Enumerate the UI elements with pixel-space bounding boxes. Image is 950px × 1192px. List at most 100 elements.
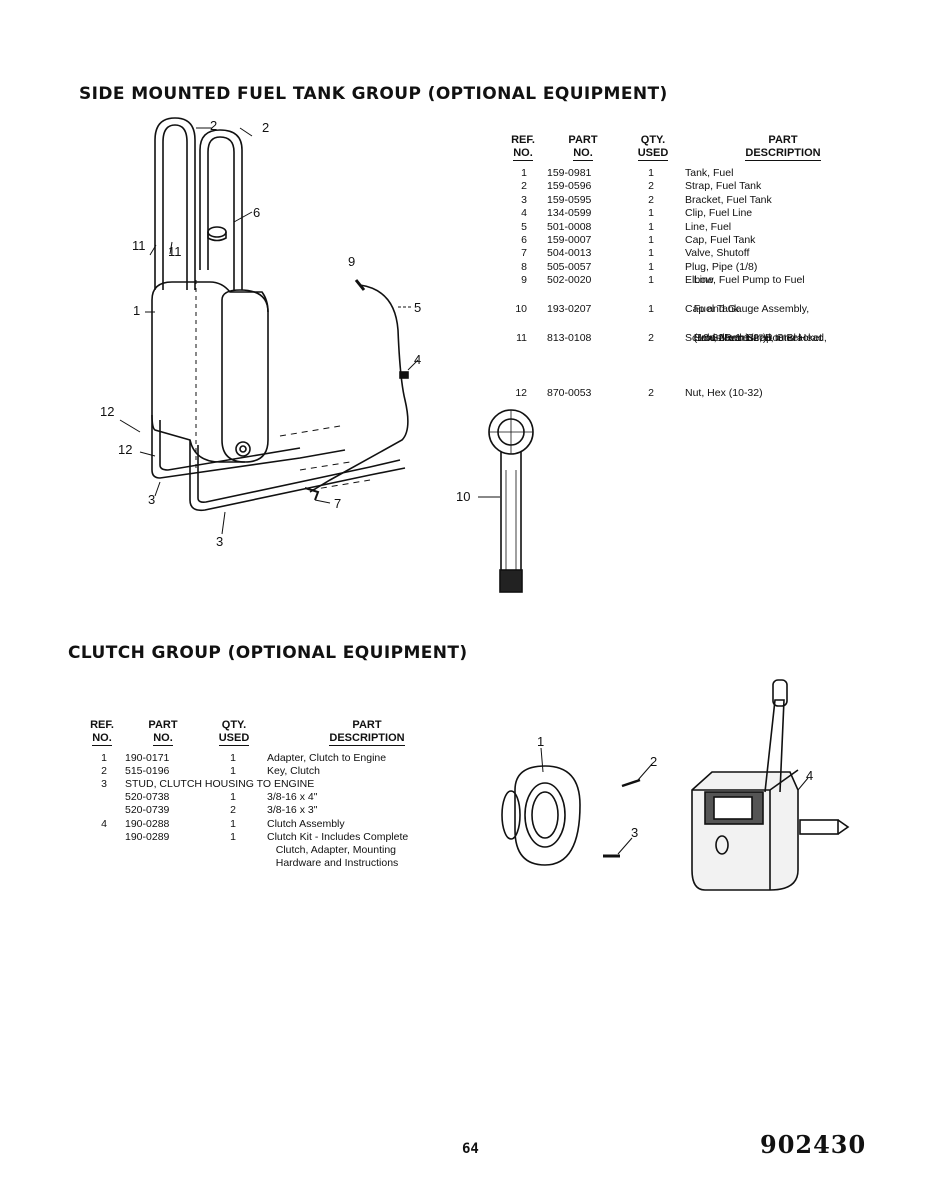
part-no: 520-0738 <box>125 791 170 804</box>
callout-number: 4 <box>414 352 422 367</box>
part-description-line: Fuel Tank <box>685 303 740 315</box>
qty-used: 1 <box>230 830 236 843</box>
callout-number: 4 <box>806 768 814 783</box>
part-no: 190-0288 <box>125 817 170 830</box>
part-description-line: (10-32 x 1-1/2") - <box>685 331 773 344</box>
row-full-text: STUD, CLUTCH HOUSING TO ENGINE <box>125 778 315 791</box>
ref-no: 10 <box>515 303 527 315</box>
part-no: 502-0020 <box>547 274 592 287</box>
part-description-line: Plug, Pipe (1/8) <box>685 260 758 273</box>
qty-used: 1 <box>230 765 236 778</box>
ref-no: 8 <box>521 260 527 273</box>
ref-no: 4 <box>521 207 527 220</box>
part-no: 515-0196 <box>125 765 170 778</box>
part-description-line: Line <box>685 274 714 287</box>
part-description-line: Cross Recessed, Steel <box>685 331 801 344</box>
qty-used: 1 <box>230 791 236 804</box>
part-no: 190-0289 <box>125 830 170 843</box>
part-description: Clutch Assembly <box>267 817 345 830</box>
part-description-line: Valve, Shutoff <box>685 247 750 260</box>
fuel-header-qty: QTY.USED <box>637 134 669 161</box>
part-description-line: Screw, Machine, Round Head, <box>685 331 827 344</box>
part-description-line: Cap, Fuel Tank <box>685 234 756 246</box>
ref-no: 3 <box>521 193 527 206</box>
callout-number: 9 <box>348 254 356 269</box>
part-description: Clutch, Adapter, Mounting <box>267 843 396 856</box>
ref-no: 2 <box>101 765 107 778</box>
part-no: 190-0171 <box>125 752 170 764</box>
part-description: Adapter, Clutch to Engine <box>267 752 387 764</box>
ref-no: 3 <box>101 778 107 791</box>
part-no: 159-0007 <box>547 234 592 246</box>
fuel-header-ref: REF.NO. <box>511 134 535 161</box>
qty-used: 1 <box>230 752 236 764</box>
document-number: 902430 <box>760 1130 867 1159</box>
qty-used: 1 <box>230 817 236 830</box>
qty-used: 1 <box>648 167 654 179</box>
part-no: 159-0981 <box>547 167 592 179</box>
part-description-line: Tank, Fuel <box>685 167 734 179</box>
qty-used: 1 <box>648 247 654 260</box>
part-description: Hardware and Instructions <box>267 856 399 869</box>
page-number: 64 <box>462 1141 479 1157</box>
qty-used: 1 <box>648 234 654 246</box>
ref-no: 9 <box>521 274 527 287</box>
part-description: 3/8-16 x 3" <box>267 804 318 817</box>
part-description-line: Elbow, Fuel Pump to Fuel <box>685 274 805 287</box>
part-description: Clutch Kit - Includes Complete <box>267 830 409 843</box>
callout-number: 7 <box>334 496 342 511</box>
qty-used: 1 <box>648 207 654 220</box>
qty-used: 1 <box>648 274 654 287</box>
callout-number: 2 <box>210 118 218 133</box>
part-no: 193-0207 <box>547 303 592 315</box>
part-no: 505-0057 <box>547 260 592 273</box>
qty-used: 1 <box>648 260 654 273</box>
callout-number: 5 <box>414 300 422 315</box>
qty-used: 1 <box>648 303 654 315</box>
ref-no: 2 <box>521 180 527 193</box>
callout-number: 3 <box>631 825 639 840</box>
callout-number: 2 <box>262 120 270 135</box>
fuel-section-title: SIDE MOUNTED FUEL TANK GROUP (OPTIONAL E… <box>79 84 668 104</box>
callout-number: 12 <box>100 404 115 419</box>
ref-no: 7 <box>521 247 527 260</box>
callout-number: 3 <box>148 492 156 507</box>
part-no: 520-0739 <box>125 804 170 817</box>
part-description-line: Nut, Hex (10-32) <box>685 387 763 400</box>
callout-number: 11 <box>168 244 182 259</box>
part-no: 870-0053 <box>547 387 592 400</box>
qty-used: 2 <box>648 193 654 206</box>
ref-no: 12 <box>515 387 527 400</box>
qty-used: 2 <box>648 387 654 400</box>
callout-number: 2 <box>650 754 658 769</box>
ref-no: 5 <box>521 220 527 233</box>
ref-no: 11 <box>516 331 527 344</box>
qty-used: 2 <box>648 331 654 344</box>
part-description-line: Strap, Fuel Tank <box>685 180 762 193</box>
callout-number: 12 <box>118 442 133 457</box>
part-description: Key, Clutch <box>267 765 320 778</box>
part-no: 134-0599 <box>547 207 592 220</box>
part-description-line: Clip, Fuel Line <box>685 207 753 220</box>
part-no: 159-0596 <box>547 180 592 193</box>
callout-number: 10 <box>456 489 471 504</box>
callout-number: 6 <box>253 205 261 220</box>
callout-number: 3 <box>216 534 224 549</box>
ref-no: 1 <box>101 752 107 764</box>
part-no: 501-0008 <box>547 220 592 233</box>
part-description-line: Bracket, Fuel Tank <box>685 193 772 206</box>
part-no: 504-0013 <box>547 247 592 260</box>
ref-no: 1 <box>521 167 527 179</box>
part-no: 813-0108 <box>547 331 592 344</box>
qty-used: 2 <box>648 180 654 193</box>
ref-no: 6 <box>521 234 527 246</box>
part-no: 159-0595 <box>547 193 592 206</box>
callout-number: 11 <box>132 238 146 253</box>
part-description: 3/8-16 x 4" <box>267 791 318 804</box>
ref-no: 4 <box>101 817 107 830</box>
